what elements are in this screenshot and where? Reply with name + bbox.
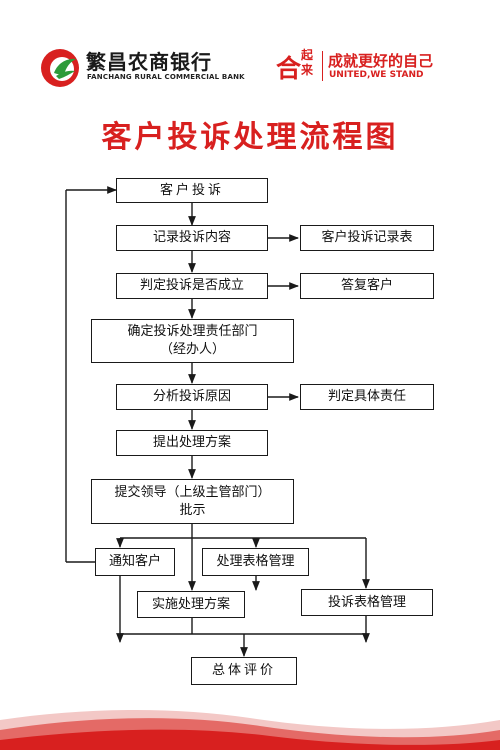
box-submit: 提交领导（上级主管部门） 批示 — [91, 479, 294, 524]
footer-wave — [0, 709, 500, 750]
box-complaint-form-mgmt-label: 投诉表格管理 — [327, 594, 406, 610]
box-determine-line2: （经办人） — [159, 342, 225, 357]
slogan-mark: 合 起 来 — [276, 47, 320, 83]
box-evaluation: 总体评价 — [191, 657, 297, 685]
box-notify-label: 通知客户 — [108, 554, 161, 569]
box-complaint: 客户投诉 — [116, 178, 268, 203]
slogan-mark-top: 起 — [301, 48, 314, 62]
box-submit-line2: 批示 — [179, 502, 206, 518]
box-complaint-form-mgmt: 投诉表格管理 — [301, 589, 433, 616]
box-propose-label: 提出处理方案 — [152, 435, 231, 450]
box-evaluation-label: 总体评价 — [211, 663, 276, 678]
bank-name-en: FANCHANG RURAL COMMERCIAL BANK — [87, 73, 245, 81]
box-reply: 答复客户 — [300, 273, 434, 299]
box-form-mgmt-label: 处理表格管理 — [216, 554, 295, 569]
box-complaint-label: 客户投诉 — [159, 182, 224, 198]
bank-logo-icon — [41, 49, 79, 87]
box-analyze-label: 分析投诉原因 — [152, 389, 231, 404]
slogan-cn: 成就更好的自己 — [328, 52, 434, 70]
box-record-label: 记录投诉内容 — [152, 230, 231, 245]
slogan-divider — [322, 51, 323, 81]
box-propose: 提出处理方案 — [116, 430, 268, 456]
box-form-mgmt: 处理表格管理 — [202, 548, 309, 576]
page-title: 客户投诉处理流程图 — [101, 120, 399, 155]
box-analyze: 分析投诉原因 — [116, 384, 268, 410]
box-notify: 通知客户 — [95, 548, 175, 576]
box-record-table-label: 客户投诉记录表 — [321, 230, 413, 245]
box-determine-line1: 确定投诉处理责任部门 — [127, 324, 258, 339]
box-determine: 确定投诉处理责任部门 （经办人） — [91, 319, 294, 363]
slogan-mark-main: 合 — [276, 54, 302, 83]
slogan-en: UNITED,WE STAND — [329, 70, 424, 80]
box-record: 记录投诉内容 — [116, 225, 268, 251]
box-submit-line1: 提交领导（上级主管部门） — [114, 484, 271, 500]
box-judge-label: 判定投诉是否成立 — [139, 278, 244, 293]
box-implement-label: 实施处理方案 — [151, 596, 230, 612]
box-reply-label: 答复客户 — [340, 278, 393, 293]
box-judge: 判定投诉是否成立 — [116, 273, 268, 299]
bank-name: 繁昌农商银行 — [86, 50, 212, 74]
box-record-table: 客户投诉记录表 — [300, 225, 434, 251]
box-responsibility: 判定具体责任 — [300, 384, 434, 410]
box-responsibility-label: 判定具体责任 — [327, 389, 406, 404]
slogan-mark-bottom: 来 — [301, 63, 314, 77]
box-implement: 实施处理方案 — [137, 591, 245, 618]
